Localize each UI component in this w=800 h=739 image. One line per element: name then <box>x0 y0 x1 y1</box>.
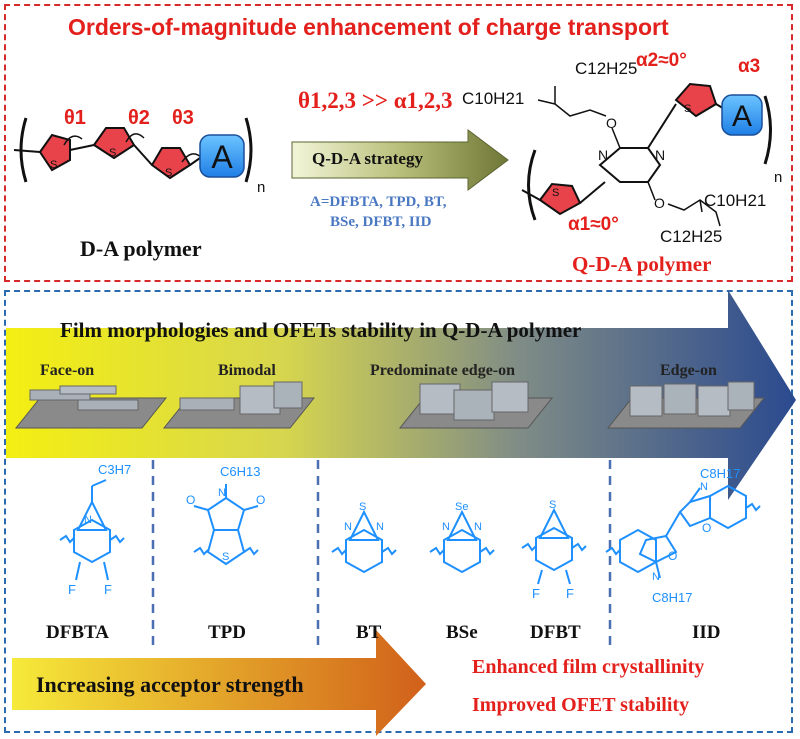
svg-text:F: F <box>532 586 540 601</box>
oxygen-label: O <box>654 195 665 211</box>
svg-text:F: F <box>68 582 76 597</box>
stage-predominate-edge-on: Predominate edge-on <box>370 362 516 379</box>
da-polymer-structure: A n S S S θ1 θ2 θ3 <box>13 107 265 196</box>
oxygen-label: O <box>256 493 265 507</box>
alpha3-label: α3 <box>738 56 760 77</box>
strategy-arrow <box>291 129 509 191</box>
acceptor-strength-label: Increasing acceptor strength <box>36 672 304 697</box>
chain-label: C10H21 <box>704 191 766 210</box>
oxygen-label: O <box>186 493 195 507</box>
nitrogen-label: N <box>700 481 708 493</box>
sulfur-label: S <box>549 499 556 511</box>
sulfur-label: S <box>684 103 691 115</box>
mol-label-bse: BSe <box>446 622 478 643</box>
svg-text:Se: Se <box>455 501 468 513</box>
acceptor-box <box>199 134 245 178</box>
chain-label: C12H25 <box>575 59 637 78</box>
sulfur-label: S <box>359 501 366 513</box>
stage-face-on: Face-on <box>40 362 95 379</box>
stage-bimodal: Bimodal <box>218 362 276 379</box>
dfbta-substituent: C3H7 <box>98 462 131 477</box>
tpd-substituent: C6H13 <box>220 464 260 479</box>
stage-edge-on: Edge-on <box>660 362 717 379</box>
tpd-structure <box>193 484 259 566</box>
bottom-panel-frame <box>4 290 793 733</box>
theta2-label: θ2 <box>128 107 150 129</box>
da-polymer-label: D-A polymer <box>80 236 202 261</box>
thiophene-ring <box>538 182 582 216</box>
mol-label-dfbta: DFBTA <box>46 622 109 643</box>
acceptor-list-line1: A=DFBTA, TPD, BT, <box>310 194 447 210</box>
acceptor-box <box>721 94 763 136</box>
sulfur-label: S <box>109 147 116 159</box>
chain-label: C12H25 <box>660 227 722 246</box>
bottom-panel-title: Film morphologies and OFETs stability in… <box>60 318 582 342</box>
chain-label: C10H21 <box>462 89 524 108</box>
alpha2-label: α2≈0° <box>636 50 687 71</box>
theta1-label: θ1 <box>64 107 86 129</box>
nitrogen-label: N <box>652 571 660 583</box>
qda-polymer-label: Q-D-A polymer <box>572 252 712 276</box>
predominate-edge-on-film <box>398 381 554 429</box>
sulfur-label: S <box>552 187 559 199</box>
repeat-n-right: n <box>774 169 782 186</box>
sulfur-label: S <box>50 159 57 171</box>
svg-text:F: F <box>104 582 112 597</box>
pyrazine-ring <box>598 147 662 183</box>
dfbt-structure <box>521 507 587 585</box>
iid-structure <box>605 484 761 579</box>
oxygen-label: O <box>702 521 711 535</box>
nitrogen-label: N <box>655 147 665 163</box>
bottom-panel-graphics: N C3H7 F F N S C6H13 O O S N N Se N N <box>6 290 796 736</box>
oxygen-label: O <box>606 115 617 131</box>
nitrogen-label: N <box>344 521 352 533</box>
nitrogen-label: N <box>598 147 608 163</box>
acceptor-strength-arrow <box>12 630 426 736</box>
bimodal-film <box>162 381 316 429</box>
bse-structure <box>429 509 495 574</box>
theta3-label: θ3 <box>172 107 194 129</box>
acceptor-list-line2: BSe, DFBT, IID <box>330 214 432 230</box>
iid-substituent-top: C8H17 <box>700 466 740 481</box>
repeat-n-left: n <box>257 179 265 196</box>
top-panel-title: Orders-of-magnitude enhancement of charg… <box>68 14 669 40</box>
mol-label-tpd: TPD <box>208 622 246 643</box>
nitrogen-label: N <box>84 514 92 526</box>
bt-structure <box>331 509 397 574</box>
oxygen-label: O <box>668 549 677 563</box>
sulfur-label: S <box>165 167 172 179</box>
nitrogen-label: N <box>376 521 384 533</box>
acceptor-symbol: A <box>732 100 752 133</box>
thiophene-ring <box>674 82 718 118</box>
thiophene-ring <box>150 147 192 180</box>
iid-substituent-bottom: C8H17 <box>652 590 692 605</box>
nitrogen-label: N <box>474 521 482 533</box>
dfbta-structure <box>59 479 125 581</box>
theta-alpha-comparison: θ1,2,3 >> α1,2,3 <box>298 88 453 113</box>
top-panel-graphics: A n S S S θ1 θ2 θ3 S N N S A n <box>13 50 782 246</box>
thiophene-ring <box>92 127 136 160</box>
strategy-label: Q-D-A strategy <box>312 149 423 168</box>
improved-stability-label: Improved OFET stability <box>472 694 690 716</box>
top-panel-frame <box>4 4 793 282</box>
alpha1-label: α1≈0° <box>568 214 619 235</box>
sulfur-label: S <box>222 551 229 563</box>
mol-label-dfbt: DFBT <box>530 622 581 643</box>
mol-label-iid: IID <box>692 622 721 643</box>
nitrogen-label: N <box>442 521 450 533</box>
svg-text:F: F <box>566 586 574 601</box>
morphology-arrow <box>6 290 796 500</box>
acceptor-symbol: A <box>211 139 233 175</box>
qda-polymer-structure: S N N S A n O O C12H25 C10H21 C10H21 C12… <box>462 50 782 246</box>
edge-on-film <box>606 381 766 429</box>
enhanced-crystallinity-label: Enhanced film crystallinity <box>472 656 705 678</box>
mol-label-bt: BT <box>356 622 382 643</box>
nitrogen-label: N <box>218 487 226 499</box>
face-on-film <box>14 385 168 429</box>
